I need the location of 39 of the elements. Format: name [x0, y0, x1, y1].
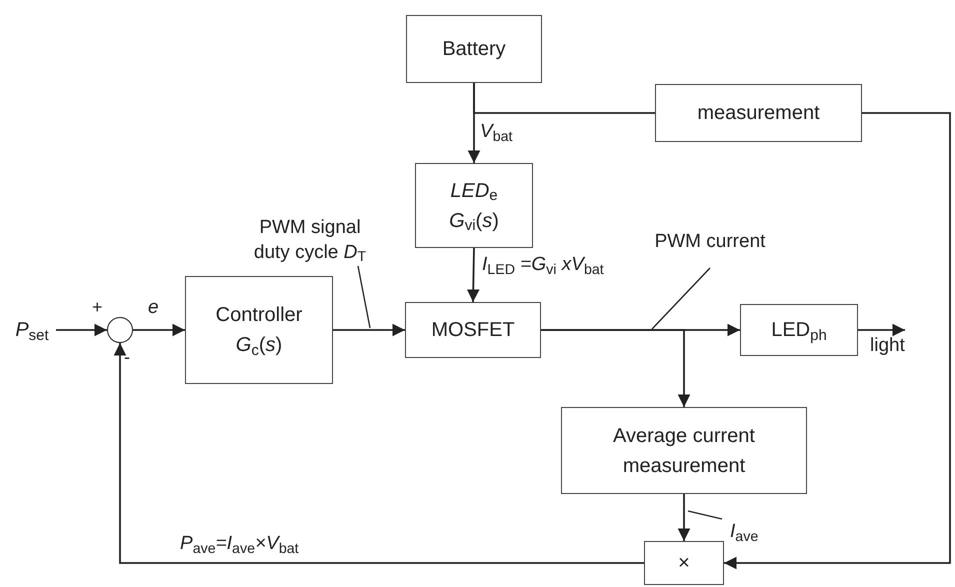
block-text: LED$_{ph}$ [771, 318, 827, 345]
block-text: G$_{c}$(s) [236, 333, 282, 360]
block-text: × [678, 551, 690, 576]
arrow [333, 324, 405, 336]
block-text: Average current measurement [612, 424, 756, 478]
block-box [406, 15, 542, 83]
block-box [644, 541, 724, 585]
block-text: LED$_{e}$ [450, 178, 498, 206]
arrow [678, 494, 690, 541]
block-box [415, 163, 533, 248]
arrow [541, 329, 690, 407]
sign-label: + [92, 298, 103, 316]
edge-label: I$_{LED}$ =G$_{vi}$ xV$_{bat}$ [482, 253, 605, 278]
block-box [740, 304, 858, 356]
block-text: Battery [442, 37, 506, 62]
block-box [185, 276, 333, 384]
edge-label: V$_{bat}$ [480, 120, 514, 145]
arrow [858, 324, 905, 336]
summing-junction [107, 317, 133, 343]
block-text: G$_{vi}$(s) [449, 208, 499, 236]
block-text: P$_{set}$ [15, 318, 49, 345]
arrow [56, 324, 107, 336]
edge-label: I$_{ave}$ [730, 520, 760, 545]
block-text: Controller [216, 303, 302, 328]
arrow [133, 324, 185, 336]
block-box [655, 84, 862, 142]
edge-label: PWM current [654, 230, 766, 254]
block-box [405, 302, 541, 358]
edge-label: P$_{ave}$=I$_{ave}$×V$_{bat}$ [180, 532, 300, 557]
sign-label: - [124, 348, 130, 366]
arrow [724, 112, 951, 570]
edge-label: PWM signal duty cycle D$_{T}$ [252, 216, 368, 266]
arrow [114, 343, 644, 564]
edge-label: e [148, 296, 160, 320]
block-text: measurement [697, 101, 820, 126]
arrow [466, 248, 480, 302]
edge-label: light [870, 334, 906, 358]
block-text: MOSFET [431, 318, 515, 343]
block-box [561, 407, 807, 494]
